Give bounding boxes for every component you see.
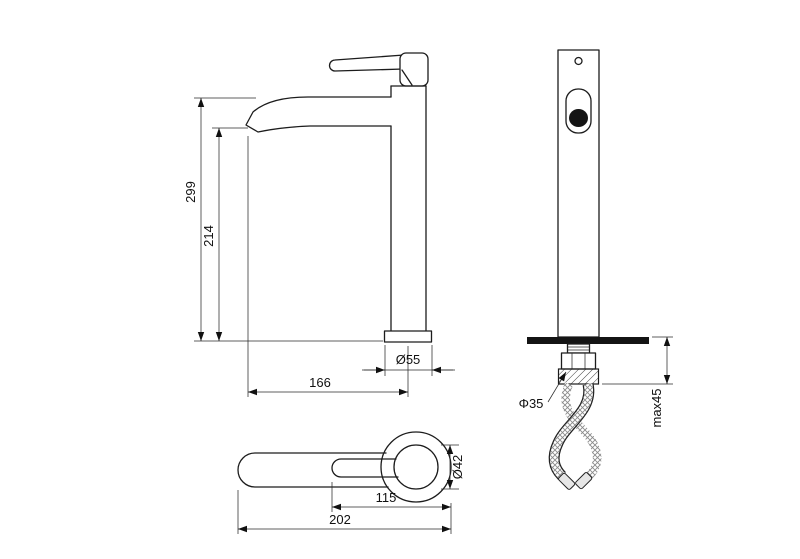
set-screw-hole <box>574 56 583 66</box>
front-body <box>557 49 600 338</box>
side-view: 299 214 166 Ø55 <box>183 52 455 397</box>
handle-hub <box>399 52 429 87</box>
dim-overall-length-label: 202 <box>329 512 351 527</box>
dim-spout-reach-label: 166 <box>309 375 331 390</box>
threaded-shank <box>566 343 591 354</box>
hose-fitting-right <box>558 472 576 490</box>
dim-cap-dia-label: Ø42 <box>450 455 465 480</box>
outlet-hole <box>569 109 588 127</box>
dim-total-height-label: 299 <box>183 181 198 203</box>
flex-hose-left <box>561 382 602 480</box>
hose-fitting-left <box>575 472 593 490</box>
counter-section <box>527 337 649 344</box>
handle-outline-top <box>237 452 389 488</box>
dim-lever-length-label: 115 <box>376 490 397 505</box>
dim-shank-dia-label: Φ35 <box>519 396 544 411</box>
spout <box>245 96 392 133</box>
front-view: Φ35 max45 <box>519 49 673 490</box>
cap-inner-circle <box>393 444 439 490</box>
mounting-nut <box>560 352 597 370</box>
base-flange <box>383 330 433 343</box>
handle-lever <box>328 54 405 72</box>
lever-inner-outline <box>331 458 399 478</box>
top-view: Ø42 115 202 <box>237 431 465 534</box>
dim-spout-height-label: 214 <box>201 225 216 247</box>
hub-joint-line <box>401 69 413 86</box>
dim-base-dia-label: Ø55 <box>396 352 421 367</box>
flex-hose-right <box>548 382 595 480</box>
dim-shank-dia-leader <box>547 371 567 403</box>
horseshoe-washer <box>557 368 600 385</box>
outlet-slot <box>565 88 592 134</box>
dim-max-thickness-label: max45 <box>649 388 664 427</box>
